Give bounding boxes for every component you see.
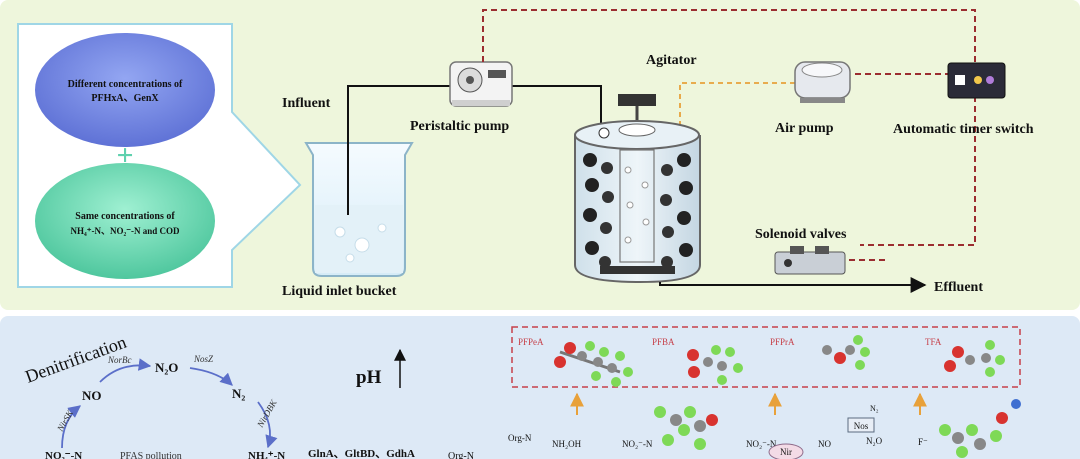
ph-label: pH <box>356 367 382 388</box>
ellipse-top-line2: PFHxA、GenX <box>91 93 159 104</box>
liquid-inlet-bucket <box>304 142 414 277</box>
reactor-tank <box>574 120 701 284</box>
molecule-pfpea <box>554 341 633 387</box>
timer-switch-icon <box>947 62 1006 99</box>
arrow-n2-nh4 <box>257 401 278 449</box>
molecule-pfpra <box>822 335 870 370</box>
bottom-panel-bg <box>0 316 1080 459</box>
product-pfba: PFBA <box>652 337 675 347</box>
nir-badge <box>768 443 804 459</box>
solenoid-valves-icon <box>774 246 846 275</box>
label-liquid-inlet-bucket: Liquid inlet bucket <box>282 284 397 299</box>
species-pfas: PFAS pollution <box>120 451 182 459</box>
path-nh2oh: NH₂OH <box>552 439 582 449</box>
path-n2o: N₂O <box>866 436 883 446</box>
molecule-genx <box>654 406 718 450</box>
nos-badge <box>847 417 875 433</box>
species-n2o: N₂O <box>155 360 178 375</box>
molecule-pfhxa <box>939 399 1021 458</box>
arrow-n2o-n2 <box>189 367 233 386</box>
label-influent: Influent <box>282 96 331 111</box>
effluent-line <box>659 277 927 293</box>
path-no: NO <box>818 439 831 449</box>
species-nh4: NH₄⁺-N <box>248 450 285 459</box>
label-agitator: Agitator <box>646 53 697 68</box>
label-effluent: Effluent <box>934 280 983 295</box>
product-tfa: TFA <box>925 337 942 347</box>
path-f: F⁻ <box>918 437 928 447</box>
enzyme-nosz: NosZ <box>193 354 214 364</box>
ellipse-bottom-line1: Same concentrations of <box>75 211 175 222</box>
peristaltic-pump-icon <box>449 61 513 107</box>
pump-tube <box>512 85 602 135</box>
enzyme-norbc: NorBc <box>107 355 132 365</box>
molecule-tfa <box>944 340 1005 377</box>
ellipse-variable <box>35 33 215 147</box>
arrow-no2-no <box>61 405 81 449</box>
path-n2: N₂ <box>870 404 879 413</box>
product-pfpea: PFPeA <box>518 337 544 347</box>
species-n2: N₂ <box>232 386 245 401</box>
path-nir: Nir <box>780 447 792 457</box>
molecule-pfba <box>687 345 743 385</box>
species-no: NO <box>82 388 102 403</box>
gln-label: GlnA、GltBD、GdhA <box>308 448 415 459</box>
control-line-pump <box>482 9 976 246</box>
ellipse-bottom-line2: NH₄⁺-N、NO₂⁻-N and COD <box>71 226 180 236</box>
label-air-pump: Air pump <box>775 121 834 136</box>
path-orgn: Org-N <box>508 433 532 443</box>
label-timer-switch: Automatic timer switch <box>893 122 1034 137</box>
arrow-no-n2o <box>99 358 152 383</box>
path-no2n-b: NO₂⁻-N <box>746 439 777 449</box>
path-nos: Nos <box>854 421 869 431</box>
path-no2n: NO₂⁻-N <box>622 439 653 449</box>
orgn-left: Org-N <box>448 451 474 459</box>
influent-tube <box>347 85 450 215</box>
label-solenoid-valves: Solenoid valves <box>755 227 847 242</box>
species-no2: NO₂⁻-N <box>45 450 82 459</box>
product-pfpra: PFPrA <box>770 337 795 347</box>
label-peristaltic-pump: Peristaltic pump <box>410 119 509 134</box>
ellipse-fixed <box>35 163 215 279</box>
ellipse-top-line1: Different concentrations of <box>68 79 183 90</box>
products-box <box>511 326 1021 388</box>
air-pump-icon <box>794 61 851 103</box>
